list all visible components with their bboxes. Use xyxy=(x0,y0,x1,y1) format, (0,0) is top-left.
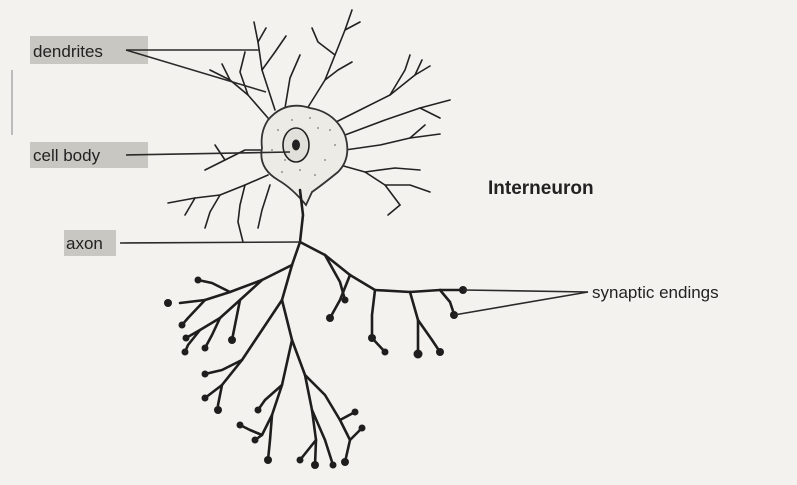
synaptic-endings-leader-upper xyxy=(463,290,588,292)
diagram-title: Interneuron xyxy=(488,178,594,199)
synaptic-endings-leader-lower xyxy=(454,292,588,315)
dendrites-label: dendrites xyxy=(33,42,103,61)
nucleolus xyxy=(292,140,300,151)
dendrites-leader-lower xyxy=(126,50,266,92)
synaptic-endings-label: synaptic endings xyxy=(592,283,719,302)
cell-body-label: cell body xyxy=(33,146,101,165)
axon-tree xyxy=(180,190,462,465)
axon-label: axon xyxy=(66,234,103,253)
axon-leader xyxy=(120,242,300,243)
